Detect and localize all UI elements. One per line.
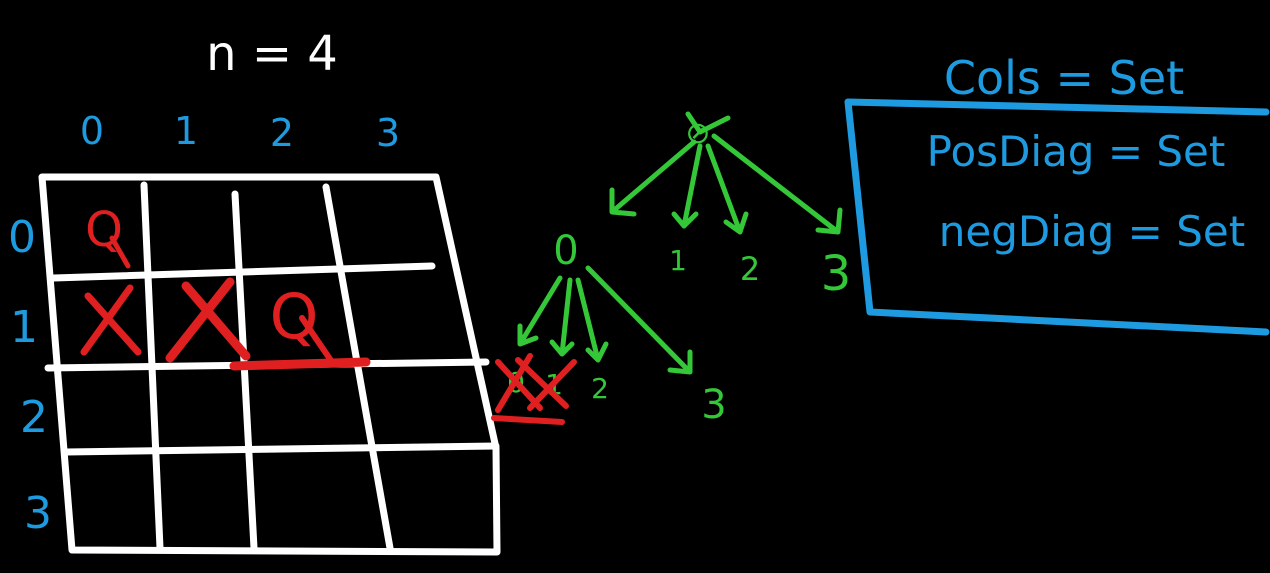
sets-panel: Cols = Set PosDiag = Set negDiag = Set [844,51,1270,336]
col-label-3: 3 [376,111,400,155]
branch-to-3 [711,133,843,235]
col-label-1: 1 [174,109,198,153]
row-label-2: 2 [20,392,48,443]
queen-row1-tail [299,315,335,365]
tree-pruned-cross [491,353,577,425]
col-label-0: 0 [80,109,104,153]
tree-branches-level2 [517,265,693,375]
tree-level1-node-2: 2 [740,250,760,288]
branch-to-1 [671,143,703,229]
branch-0-to-0 [517,275,563,347]
branch-to-0 [609,139,697,217]
tree-level1-nodes: 0 1 2 3 [553,228,851,302]
queen-row0-tail [109,235,131,269]
branch-0-to-1 [549,277,575,357]
grid-line-v2 [231,190,258,552]
row-label-3: 3 [24,488,52,539]
board-marks: Q Q [80,202,371,371]
title-n-equals: n = 4 [206,26,338,82]
decision-tree: ⊘ 0 1 2 3 0 1 2 3 [491,111,851,428]
tree-level1-node-1: 1 [669,244,687,277]
row-labels: 0 1 2 3 [8,212,52,539]
row-label-0: 0 [8,212,36,263]
grid-line-v1 [140,181,164,552]
grid-line-h1 [50,262,436,282]
queen-row1-underline [229,357,371,371]
cross-mark-row1-col0 [80,284,142,356]
grid-line-h3 [62,442,500,456]
branch-0-to-3 [585,265,693,375]
grid-line-v3 [322,183,394,552]
branch-to-2 [705,143,749,235]
row-label-1: 1 [10,302,38,353]
tree-level1-node-0: 0 [553,228,578,274]
branch-0-to-2 [575,277,609,363]
negdiag-set-label: negDiag = Set [939,207,1245,256]
col-label-2: 2 [270,111,294,155]
queen-row1: Q [270,280,319,353]
cols-set-label: Cols = Set [944,51,1184,105]
tree-level2-node-3: 3 [701,382,726,428]
cross-mark-row1-col1 [165,277,251,363]
tree-level2-node-2: 2 [591,372,609,405]
tree-branches-level1 [609,111,843,235]
tree-level1-node-3: 3 [821,246,852,302]
chessboard-grid [38,173,501,556]
sets-box [844,98,1270,336]
grid-outline [38,173,501,556]
posdiag-set-label: PosDiag = Set [927,127,1226,176]
column-labels: 0 1 2 3 [80,109,400,155]
